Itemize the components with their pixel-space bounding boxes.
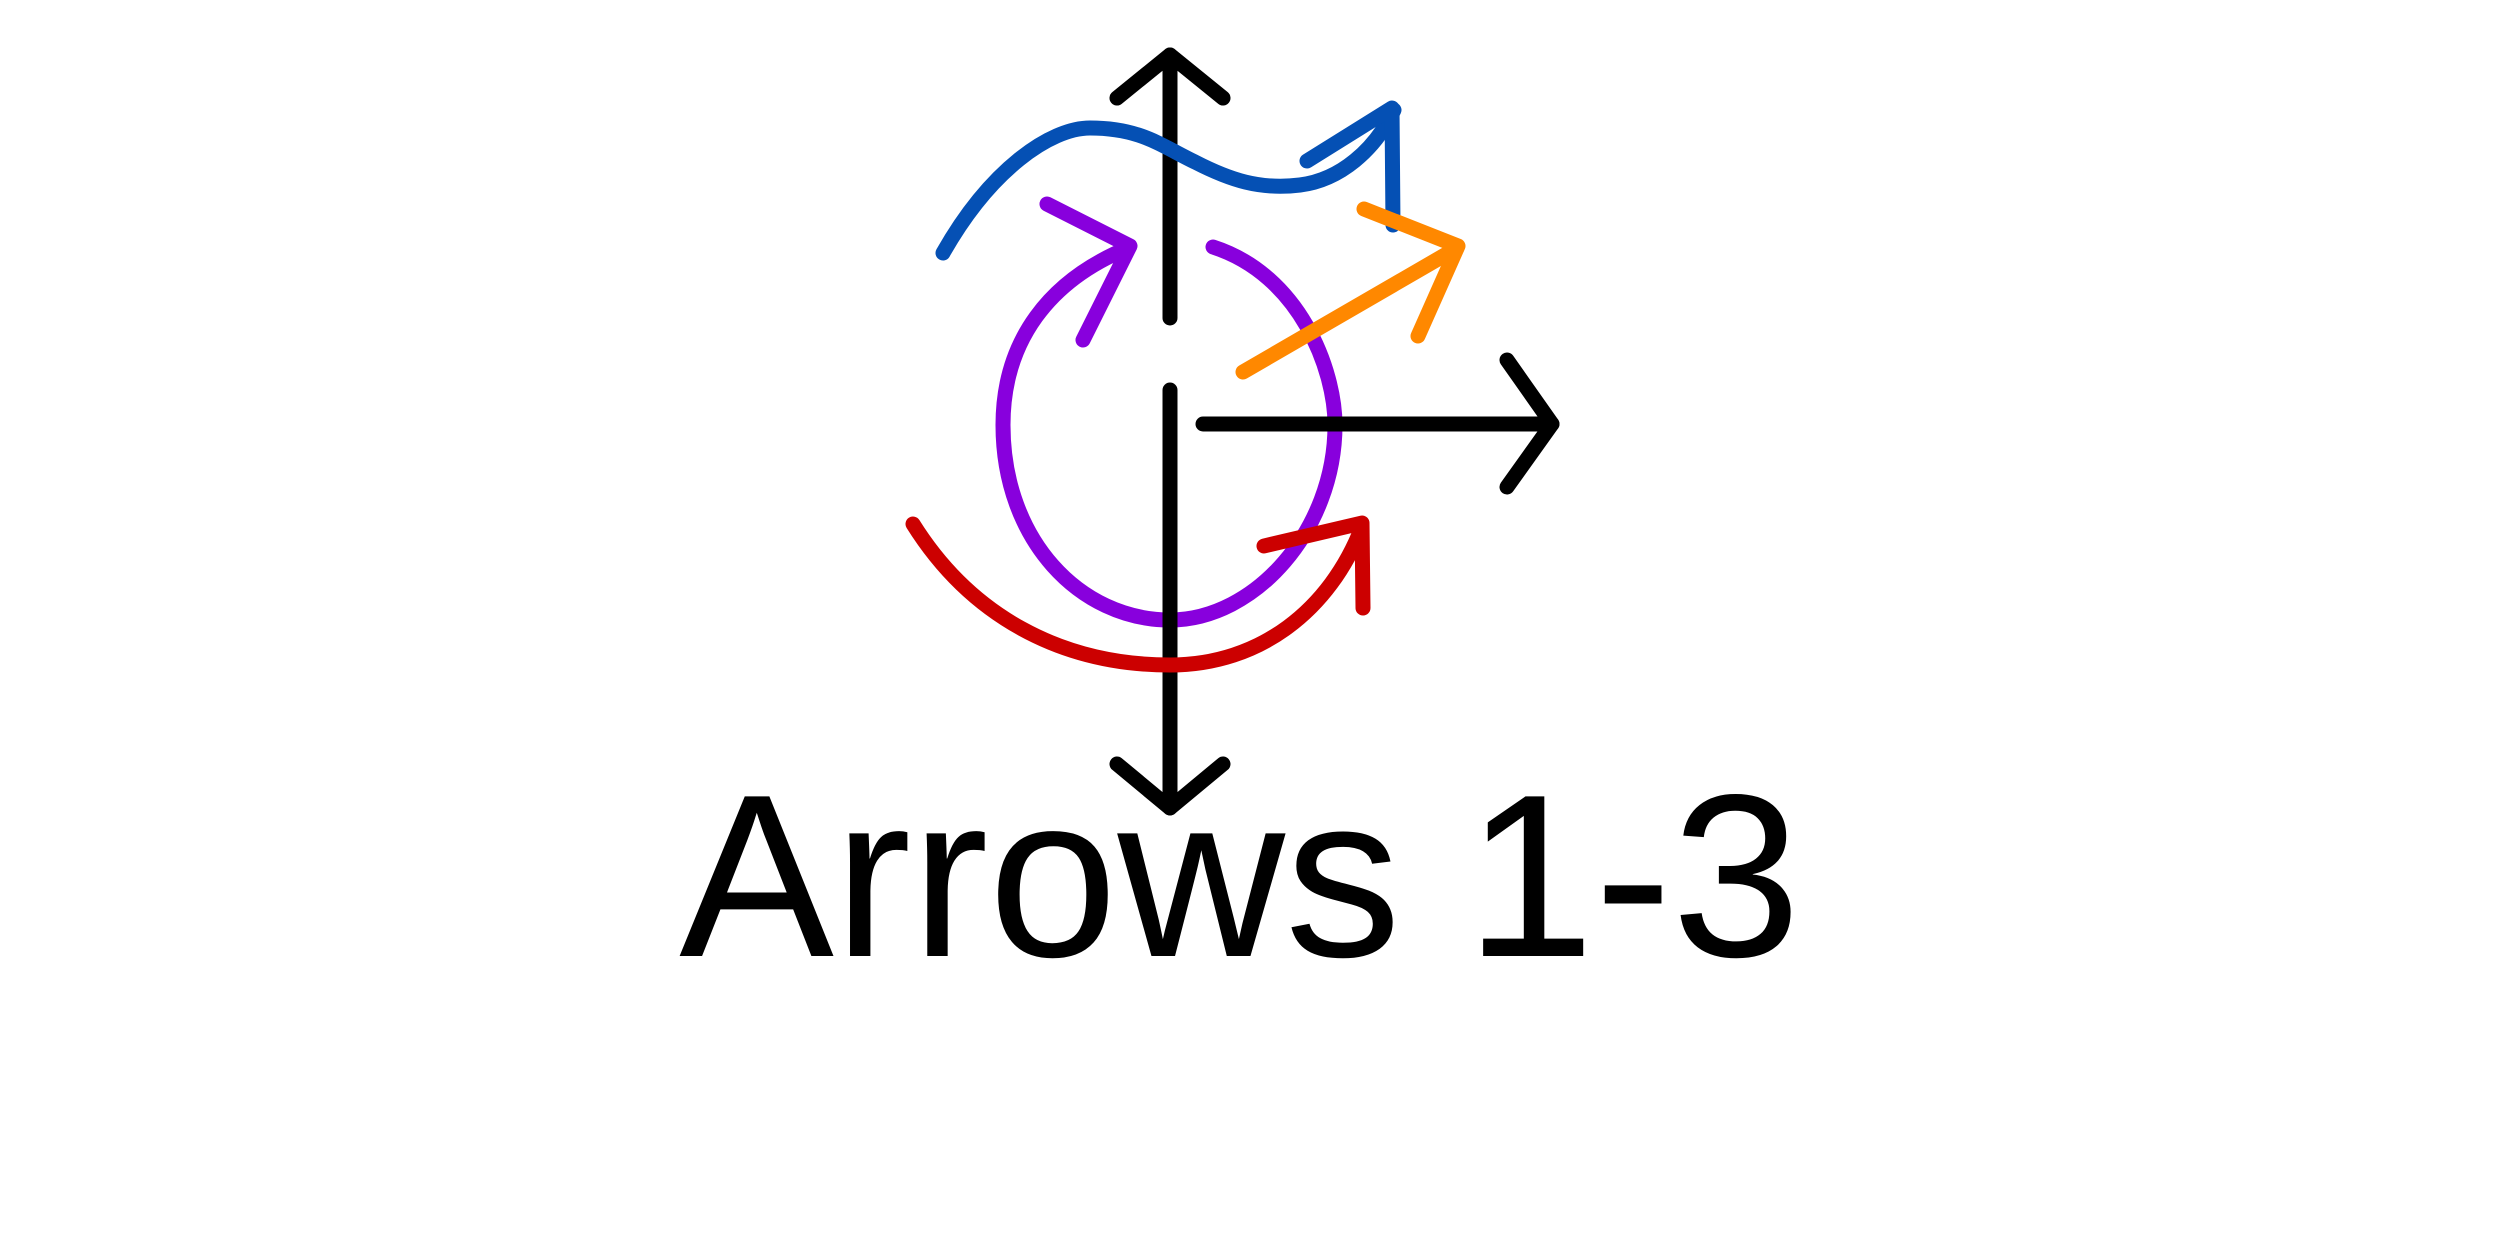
wave-arrow-icon <box>935 100 1402 261</box>
logo-title: Arrows 1-3 <box>679 747 1801 1006</box>
diagonal-arrow-icon <box>1235 201 1466 380</box>
arrow-down-icon <box>1109 382 1231 816</box>
curved-arrow-icon <box>905 515 1371 673</box>
arrow-up-icon <box>1109 47 1231 326</box>
arrow-right-icon <box>1195 352 1560 495</box>
